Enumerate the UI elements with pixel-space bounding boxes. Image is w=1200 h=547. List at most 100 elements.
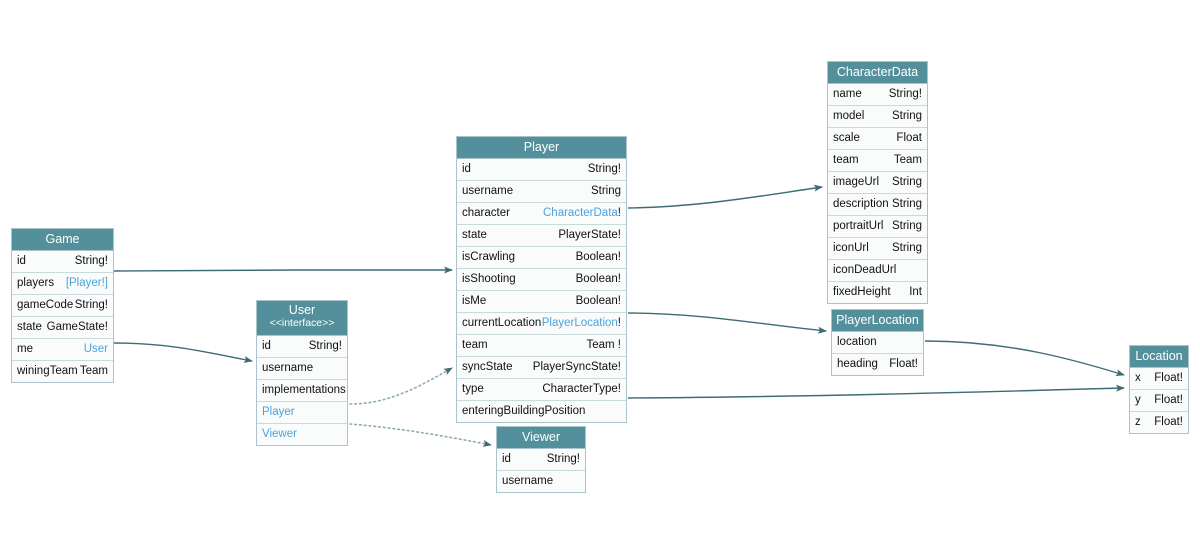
field-name: isCrawling [462,251,516,263]
field-name: players [17,277,55,289]
field-name: team [462,339,488,351]
field-row[interactable]: team Team ! [457,335,626,357]
field-row[interactable]: x Float! [1130,368,1188,390]
field-name: location [837,336,877,348]
field-name: state [17,321,42,333]
entity-title-viewer: Viewer [497,427,585,449]
field-name: me [17,343,33,355]
field-row[interactable]: iconDeadUrlString [828,260,927,282]
field-name: x [1135,372,1141,384]
field-name: isShooting [462,273,516,285]
field-row[interactable]: implementations [257,380,347,402]
field-type: User [83,343,108,355]
field-row[interactable]: state GameState! [12,317,113,339]
field-type: String! [587,163,621,175]
connector-user-player-implementation [349,367,453,405]
field-type: String [891,176,922,188]
field-type: [Player!] [65,277,108,289]
field-name: model [833,110,865,122]
field-name: username [462,185,514,197]
field-type: Team ! [586,339,621,351]
entity-title-playerlocation: PlayerLocation [832,310,923,332]
field-name: fixedHeight [833,286,891,298]
entity-node-playerlocation[interactable]: PlayerLocationlocationLocation!headingFl… [831,309,924,376]
connector-game-players-to-player [113,266,453,274]
field-type: Boolean! [575,251,621,263]
entity-node-user[interactable]: User<<interface>>idString!usernameString… [256,300,348,446]
field-row[interactable]: isCrawling Boolean! [457,247,626,269]
field-row[interactable]: enteringBuildingPositionLocation [457,401,626,422]
field-row[interactable]: locationLocation! [832,332,923,354]
field-type: Float! [1154,372,1183,384]
field-name: username [262,362,314,374]
field-row[interactable]: isShooting Boolean! [457,269,626,291]
field-row[interactable]: Player [257,402,347,424]
field-name: implementations [262,384,346,396]
field-name: gameCode [17,299,74,311]
field-name: name [833,88,862,100]
field-type: String [891,110,922,122]
field-name: z [1135,416,1141,428]
field-type: String! [74,299,108,311]
connector-player-enteringbuildingposition-to-location [627,384,1125,399]
field-name: winingTeam [17,365,78,377]
field-type: Int [909,286,922,298]
entity-title-game: Game [12,229,113,251]
connector-player-character-to-characterdata [627,184,823,209]
field-row[interactable]: model String [828,106,927,128]
field-type: String [891,220,922,232]
field-name: team [833,154,859,166]
field-row[interactable]: Viewer [257,424,347,445]
field-name: character [462,207,510,219]
field-row[interactable]: players [Player!] [12,273,113,295]
field-name: type [462,383,484,395]
field-row[interactable]: fixedHeight Int [828,282,927,303]
entity-stereotype-user: <<interface>> [269,317,335,329]
entity-title-characterdata: CharacterData [828,62,927,84]
field-row[interactable]: z Float! [1130,412,1188,433]
field-type: Float! [1154,416,1183,428]
field-row[interactable]: type CharacterType! [457,379,626,401]
field-row[interactable]: state PlayerState! [457,225,626,247]
field-type: Boolean! [575,273,621,285]
field-type: GameState! [46,321,108,333]
field-name: id [262,340,271,352]
field-name: isMe [462,295,487,307]
field-row[interactable]: me User [12,339,113,361]
field-type: CharacterType! [542,383,621,395]
field-name: state [462,229,487,241]
field-type: PlayerLocation! [541,317,621,329]
connector-game-me-to-user [113,342,253,363]
field-row[interactable]: id String! [257,336,347,358]
field-type: String! [308,340,342,352]
field-type: String! [74,255,108,267]
field-name: syncState [462,361,513,373]
field-type: PlayerState! [558,229,621,241]
